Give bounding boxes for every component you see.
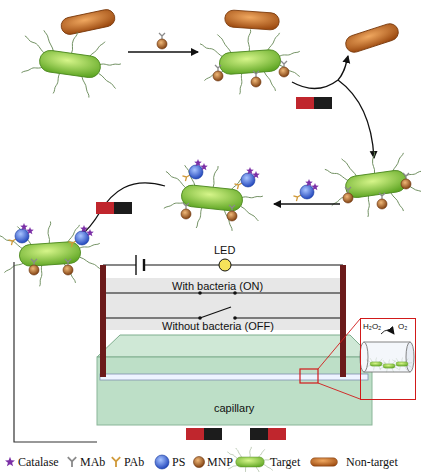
legend-text: MAb [80,455,105,469]
chemical-label: O₂ [398,322,407,332]
capillary-chip [97,265,372,425]
legend-text: Catalase [18,455,59,469]
chemical-label: H₂O₂ [363,322,381,332]
transfer-line [14,262,97,442]
component-label: LED [214,244,235,256]
labeled-target [160,159,265,235]
legend-text: PS [172,455,185,469]
switch-label: With bacteria (ON) [172,280,263,292]
captured-bacteria [199,10,302,97]
legend-text: Non-target [346,455,398,469]
removed-non-target [344,22,401,55]
separated-target [323,145,421,222]
step-arrow [274,179,340,204]
switch-label: Without bacteria (OFF) [162,320,274,332]
separation-arrow [292,56,374,158]
legend-text: MNP [207,455,233,469]
part-label: capillary [214,402,254,414]
labeled-target [0,218,102,289]
legend-symbols [5,447,337,472]
circuit [103,255,343,330]
step-arrow [128,33,198,52]
inset-capillary [360,330,414,372]
bacteria-mix [17,8,124,102]
inset-box: H₂O₂ O₂ [360,318,416,400]
legend-text: Target [270,455,300,469]
legend-text: PAb [124,455,144,469]
magnets [186,428,286,440]
separation-arrow [80,183,165,236]
